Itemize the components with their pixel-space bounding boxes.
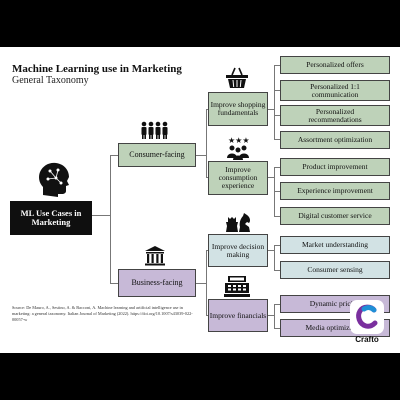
connector — [274, 167, 275, 217]
connector — [274, 65, 275, 140]
connector — [274, 115, 280, 116]
leaf-assortment-optimization: Assortment optimization — [280, 131, 390, 149]
leaf-personalized-recommendations: Personalized recommendations — [280, 105, 390, 126]
node-improve-shopping: Improve shopping fundamentals — [208, 92, 268, 126]
branch-consumer-facing: Consumer-facing — [118, 143, 196, 167]
connector — [268, 250, 274, 251]
diagram-canvas: Machine Learning use in Marketing Genera… — [0, 47, 400, 353]
connector — [274, 245, 280, 246]
bank-building-icon — [145, 246, 165, 266]
node-improve-decision: Improve decision making — [208, 234, 268, 267]
diagram-subtitle: General Taxonomy — [12, 75, 89, 86]
connector — [206, 109, 208, 110]
leaf-personalized-offers: Personalized offers — [280, 56, 390, 74]
connector — [206, 250, 208, 251]
leaf-personalized-communication: Personalized 1:1 communication — [280, 80, 390, 101]
connector — [206, 315, 208, 316]
node-improve-financials: Improve financials — [208, 299, 268, 332]
crafto-logo-text: Crafto — [355, 335, 379, 344]
connector — [206, 177, 208, 178]
diagram-title: Machine Learning use in Marketing — [12, 63, 182, 75]
chess-pieces-icon — [226, 213, 251, 232]
shopping-basket-icon — [226, 67, 248, 88]
connector — [196, 283, 206, 284]
svg-text:★★★: ★★★ — [228, 136, 250, 145]
connector — [274, 304, 280, 305]
connector — [268, 315, 274, 316]
leaf-consumer-sensing: Consumer sensing — [280, 261, 390, 279]
connector — [274, 139, 280, 140]
crafto-logo-icon — [350, 300, 384, 334]
connector — [110, 155, 111, 284]
connector — [274, 245, 275, 271]
root-node: ML Use Cases in Marketing — [10, 201, 92, 235]
branch-business-facing: Business-facing — [118, 269, 196, 297]
connector — [206, 109, 207, 178]
connector — [206, 250, 207, 316]
rating-stars-people-icon: ★★★ — [227, 136, 250, 160]
source-citation: Source: De Mauro, A., Sestino, A. & Bacc… — [12, 305, 193, 322]
people-group-icon — [141, 121, 168, 139]
connector — [274, 191, 280, 192]
connector — [274, 216, 280, 217]
connector — [274, 270, 280, 271]
connector — [92, 215, 110, 216]
connector — [268, 109, 274, 110]
head-circuit-icon — [39, 162, 69, 197]
node-improve-consumption: Improve consumption experience — [208, 161, 268, 195]
connector — [110, 283, 118, 284]
crafto-logo: Crafto — [349, 299, 385, 351]
connector — [268, 177, 274, 178]
connector — [274, 167, 280, 168]
leaf-digital-customer-service: Digital customer service — [280, 207, 390, 225]
cash-register-icon — [224, 276, 250, 297]
connector — [274, 65, 280, 66]
connector — [274, 304, 275, 329]
connector — [110, 155, 118, 156]
leaf-product-improvement: Product improvement — [280, 158, 390, 176]
connector — [196, 155, 206, 156]
leaf-market-understanding: Market understanding — [280, 236, 390, 254]
connector — [274, 328, 280, 329]
connector — [274, 90, 280, 91]
leaf-experience-improvement: Experience improvement — [280, 182, 390, 200]
